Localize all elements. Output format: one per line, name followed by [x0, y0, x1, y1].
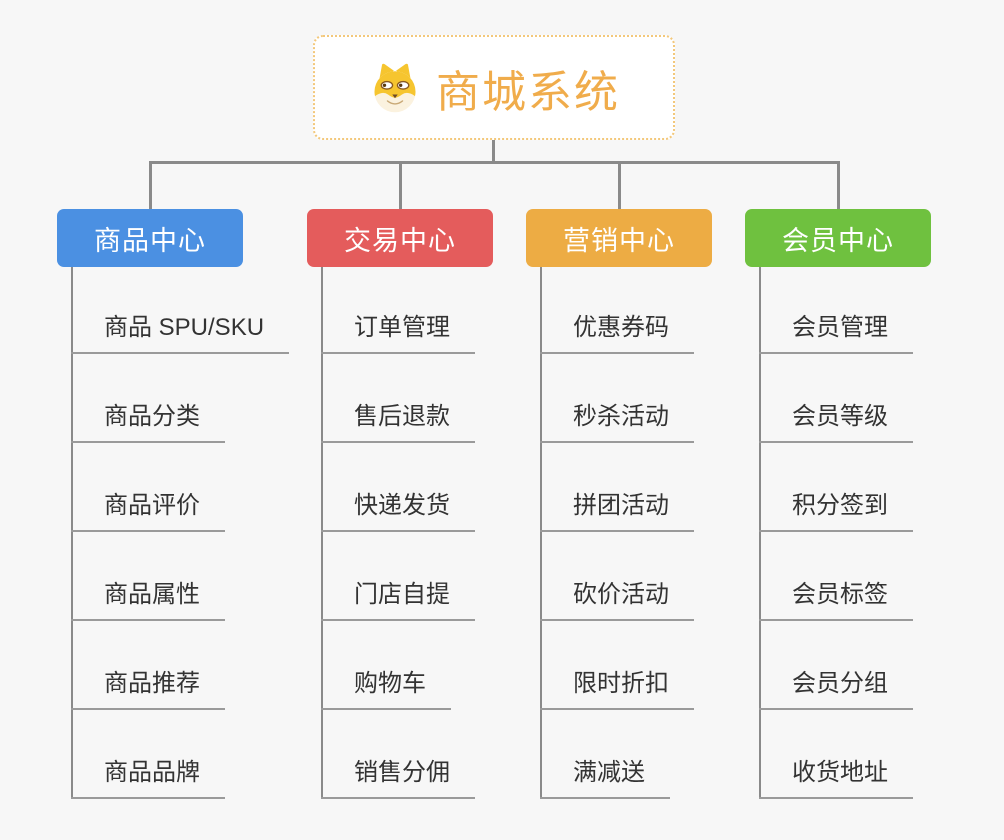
leaf-node-1-4[interactable]: 购物车 — [321, 666, 451, 710]
leaf-node-1-0[interactable]: 订单管理 — [321, 310, 475, 354]
branch-label-1: 交易中心 — [344, 225, 456, 256]
leaf-node-2-4[interactable]: 限时折扣 — [540, 666, 694, 710]
branch-node-0[interactable]: 商品中心 — [57, 209, 243, 267]
leaf-node-0-1[interactable]: 商品分类 — [71, 399, 225, 443]
branch-label-2: 营销中心 — [563, 225, 675, 256]
leaf-node-3-3[interactable]: 会员标签 — [759, 577, 913, 621]
branch-node-1[interactable]: 交易中心 — [307, 209, 493, 267]
connector-branch-drop-0 — [149, 161, 152, 209]
leaf-node-0-3[interactable]: 商品属性 — [71, 577, 225, 621]
leaf-node-0-2[interactable]: 商品评价 — [71, 488, 225, 532]
leaf-node-2-3[interactable]: 砍价活动 — [540, 577, 694, 621]
branch-label-3: 会员中心 — [782, 225, 894, 256]
leaf-node-1-5[interactable]: 销售分佣 — [321, 755, 475, 799]
connector-branch-drop-2 — [618, 161, 621, 209]
leaf-node-2-0[interactable]: 优惠券码 — [540, 310, 694, 354]
leaf-node-3-1[interactable]: 会员等级 — [759, 399, 913, 443]
leaf-node-2-1[interactable]: 秒杀活动 — [540, 399, 694, 443]
leaf-node-0-4[interactable]: 商品推荐 — [71, 666, 225, 710]
root-node-mall-system[interactable]: 商城系统 — [313, 35, 675, 140]
connector-horizontal-bar — [149, 161, 839, 164]
branch-node-3[interactable]: 会员中心 — [745, 209, 931, 267]
doge-face-icon — [374, 63, 416, 112]
branch-node-2[interactable]: 营销中心 — [526, 209, 712, 267]
branch-label-0: 商品中心 — [94, 225, 206, 256]
leaf-node-2-2[interactable]: 拼团活动 — [540, 488, 694, 532]
connector-root-stem — [492, 140, 495, 164]
leaf-node-1-1[interactable]: 售后退款 — [321, 399, 475, 443]
leaf-node-3-0[interactable]: 会员管理 — [759, 310, 913, 354]
leaf-node-1-3[interactable]: 门店自提 — [321, 577, 475, 621]
root-title: 商城系统 — [436, 67, 620, 117]
leaf-node-2-5[interactable]: 满减送 — [540, 755, 670, 799]
connector-branch-drop-1 — [399, 161, 402, 209]
connector-branch-drop-3 — [837, 161, 840, 209]
connector-branch-spine-2 — [540, 267, 542, 799]
connector-branch-spine-1 — [321, 267, 323, 799]
leaf-node-3-4[interactable]: 会员分组 — [759, 666, 913, 710]
leaf-node-3-5[interactable]: 收货地址 — [759, 755, 913, 799]
connector-branch-spine-3 — [759, 267, 761, 799]
leaf-node-0-0[interactable]: 商品 SPU/SKU — [71, 310, 290, 354]
leaf-node-0-5[interactable]: 商品品牌 — [71, 755, 225, 799]
leaf-node-3-2[interactable]: 积分签到 — [759, 488, 913, 532]
leaf-node-1-2[interactable]: 快递发货 — [321, 488, 475, 532]
connector-branch-spine-0 — [71, 267, 73, 799]
